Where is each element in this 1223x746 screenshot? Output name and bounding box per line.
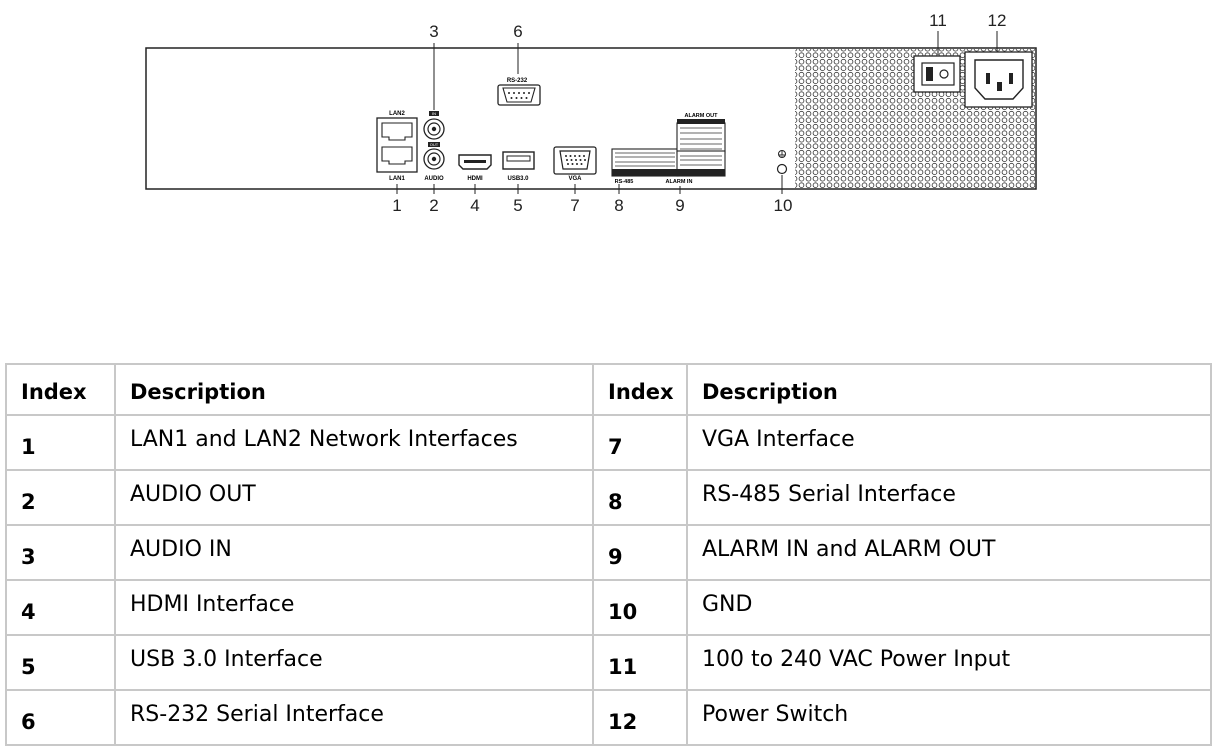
lan2-label: LAN2 (389, 111, 405, 117)
callout-10: 10 (774, 196, 793, 215)
description-cell: RS-485 Serial Interface (686, 469, 1212, 526)
table-row: 3 AUDIO IN 9 ALARM IN and ALARM OUT (5, 524, 1212, 581)
usb-label: USB3.0 (507, 176, 529, 182)
callout-6: 6 (513, 22, 522, 41)
index-cell: 5 (5, 634, 116, 691)
callout-2: 2 (429, 196, 438, 215)
hdmi-label: HDMI (467, 176, 483, 182)
description-cell: VGA Interface (686, 414, 1212, 471)
callout-12: 12 (988, 11, 1007, 30)
header-description: Description (114, 363, 594, 416)
index-cell: 9 (592, 524, 688, 581)
audio-jacks: IN OUT AUDIO (423, 111, 445, 182)
audio-in-label: IN (432, 111, 436, 116)
ground-terminal (776, 150, 788, 175)
rs232-label: RS-232 (507, 78, 528, 84)
callout-3: 3 (429, 22, 438, 41)
index-cell: 10 (592, 579, 688, 636)
header-index: Index (5, 363, 116, 416)
hdmi-port: HDMI (458, 154, 492, 182)
description-cell: USB 3.0 Interface (114, 634, 594, 691)
index-cell: 4 (5, 579, 116, 636)
table-row: 2 AUDIO OUT 8 RS-485 Serial Interface (5, 469, 1212, 526)
index-cell: 2 (5, 469, 116, 526)
description-cell: ALARM IN and ALARM OUT (686, 524, 1212, 581)
index-cell: 12 (592, 689, 688, 746)
index-cell: 6 (5, 689, 116, 746)
table-row: 4 HDMI Interface 10 GND (5, 579, 1212, 636)
rs485-label: RS-485 (615, 179, 634, 185)
description-cell: Power Switch (686, 689, 1212, 746)
index-cell: 3 (5, 524, 116, 581)
power-section (795, 49, 1035, 188)
interface-legend-table: Index Description Index Description 1 LA… (5, 363, 1212, 746)
description-cell: 100 to 240 VAC Power Input (686, 634, 1212, 691)
header-description: Description (686, 363, 1212, 416)
description-cell: AUDIO IN (114, 524, 594, 581)
callout-11: 11 (929, 11, 947, 30)
usb-port: USB3.0 (502, 151, 535, 182)
power-inlet (974, 59, 1024, 100)
callout-8: 8 (614, 196, 623, 215)
table-header-row: Index Description Index Description (5, 363, 1212, 416)
lan-ports: LAN2 LAN1 (376, 111, 418, 182)
description-cell: HDMI Interface (114, 579, 594, 636)
callout-5: 5 (513, 196, 522, 215)
description-cell: AUDIO OUT (114, 469, 594, 526)
alarm-in-label: ALARM IN (666, 179, 693, 185)
callout-7: 7 (570, 196, 579, 215)
index-cell: 11 (592, 634, 688, 691)
audio-out-label: OUT (430, 142, 439, 147)
vga-label: VGA (568, 176, 582, 182)
lan1-label: LAN1 (389, 176, 405, 182)
index-cell: 1 (5, 414, 116, 471)
callout-numbers: 1 2 3 4 5 6 7 8 9 10 11 12 (392, 11, 1006, 215)
callout-4: 4 (470, 196, 479, 215)
audio-label: AUDIO (424, 176, 444, 182)
callout-9: 9 (675, 196, 684, 215)
table-row: 5 USB 3.0 Interface 11 100 to 240 VAC Po… (5, 634, 1212, 691)
vga-port: VGA (553, 146, 597, 182)
rs232-port: RS-232 (497, 78, 541, 106)
description-cell: LAN1 and LAN2 Network Interfaces (114, 414, 594, 471)
index-cell: 7 (592, 414, 688, 471)
header-index: Index (592, 363, 688, 416)
alarm-out-label: ALARM OUT (685, 113, 719, 119)
description-cell: GND (686, 579, 1212, 636)
rear-panel-diagram: LAN2 LAN1 IN OUT AUDIO HDMI USB3.0 (145, 11, 1037, 215)
callout-lines (396, 31, 998, 194)
callout-1: 1 (392, 196, 401, 215)
alarm-terminals: RS-485 ALARM IN ALARM OUT (611, 113, 726, 185)
index-cell: 8 (592, 469, 688, 526)
table-row: 6 RS-232 Serial Interface 12 Power Switc… (5, 689, 1212, 746)
table-row: 1 LAN1 and LAN2 Network Interfaces 7 VGA… (5, 414, 1212, 471)
description-cell: RS-232 Serial Interface (114, 689, 594, 746)
